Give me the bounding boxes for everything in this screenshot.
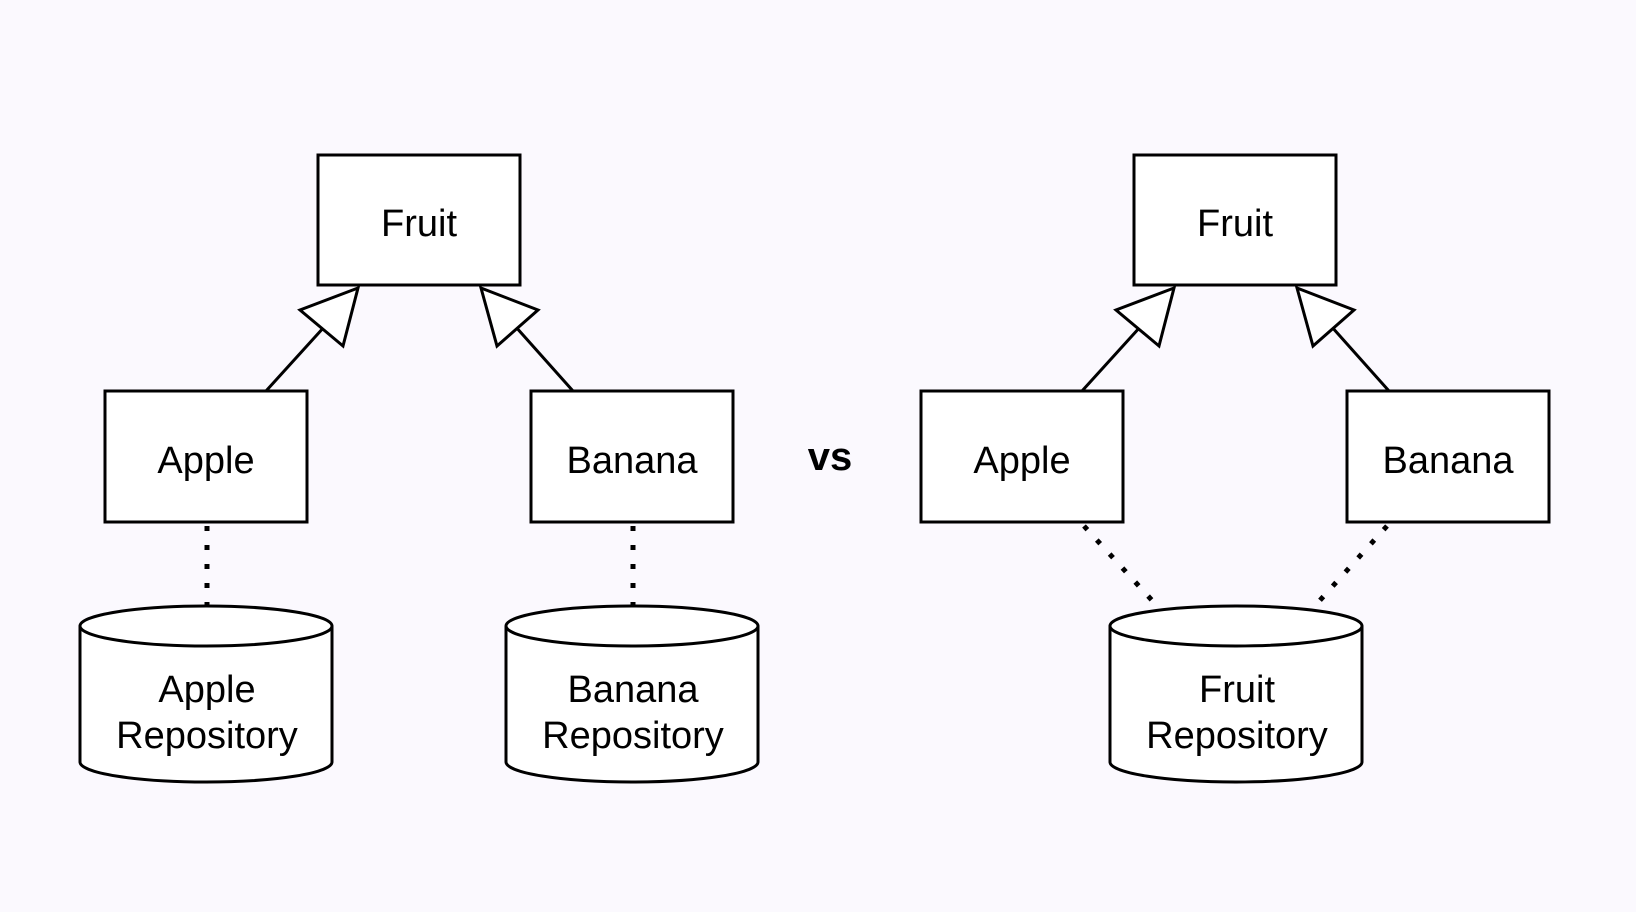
left-apple-class: Apple <box>103 389 309 524</box>
left-apple-inheritance-arrowhead <box>297 285 361 349</box>
left-apple-repository-label-line1: Apple <box>158 669 255 711</box>
right-banana-inheritance-arrowhead <box>1294 285 1357 349</box>
right-banana-inheritance-line <box>1329 325 1391 392</box>
right-apple-class: Apple <box>919 389 1125 524</box>
left-diagram: Fruit Apple Banana Apple Repository Bana… <box>78 153 760 784</box>
left-banana-repository-label-line2: Repository <box>542 715 724 757</box>
right-diagram: Fruit Apple Banana Fruit Repository <box>919 153 1551 784</box>
left-fruit-class: Fruit <box>316 153 522 287</box>
left-banana-inheritance-line <box>513 325 575 392</box>
left-banana-repository-label-line1: Banana <box>567 669 699 711</box>
right-fruit-label: Fruit <box>1197 203 1273 245</box>
right-banana-class: Banana <box>1345 389 1551 524</box>
right-fruit-repository-label-line2: Repository <box>1146 715 1328 757</box>
right-fruit-repository: Fruit Repository <box>1108 604 1364 784</box>
right-apple-inheritance-line <box>1080 324 1143 393</box>
right-fruit-class: Fruit <box>1132 153 1338 287</box>
right-apple-inheritance-arrowhead <box>1113 285 1177 349</box>
left-apple-repository-label-line2: Repository <box>116 715 298 757</box>
left-apple-label: Apple <box>157 440 254 482</box>
left-apple-inheritance-line <box>264 324 327 393</box>
left-banana-class: Banana <box>529 389 735 524</box>
right-apple-label: Apple <box>973 440 1070 482</box>
left-apple-repository: Apple Repository <box>78 604 334 784</box>
left-banana-label: Banana <box>566 440 698 482</box>
vs-separator: vs <box>808 435 853 479</box>
left-banana-inheritance-arrowhead <box>478 285 541 349</box>
left-fruit-label: Fruit <box>381 203 457 245</box>
left-banana-repository: Banana Repository <box>504 604 760 784</box>
right-fruit-repository-label-line1: Fruit <box>1199 669 1275 711</box>
right-banana-label: Banana <box>1382 440 1514 482</box>
